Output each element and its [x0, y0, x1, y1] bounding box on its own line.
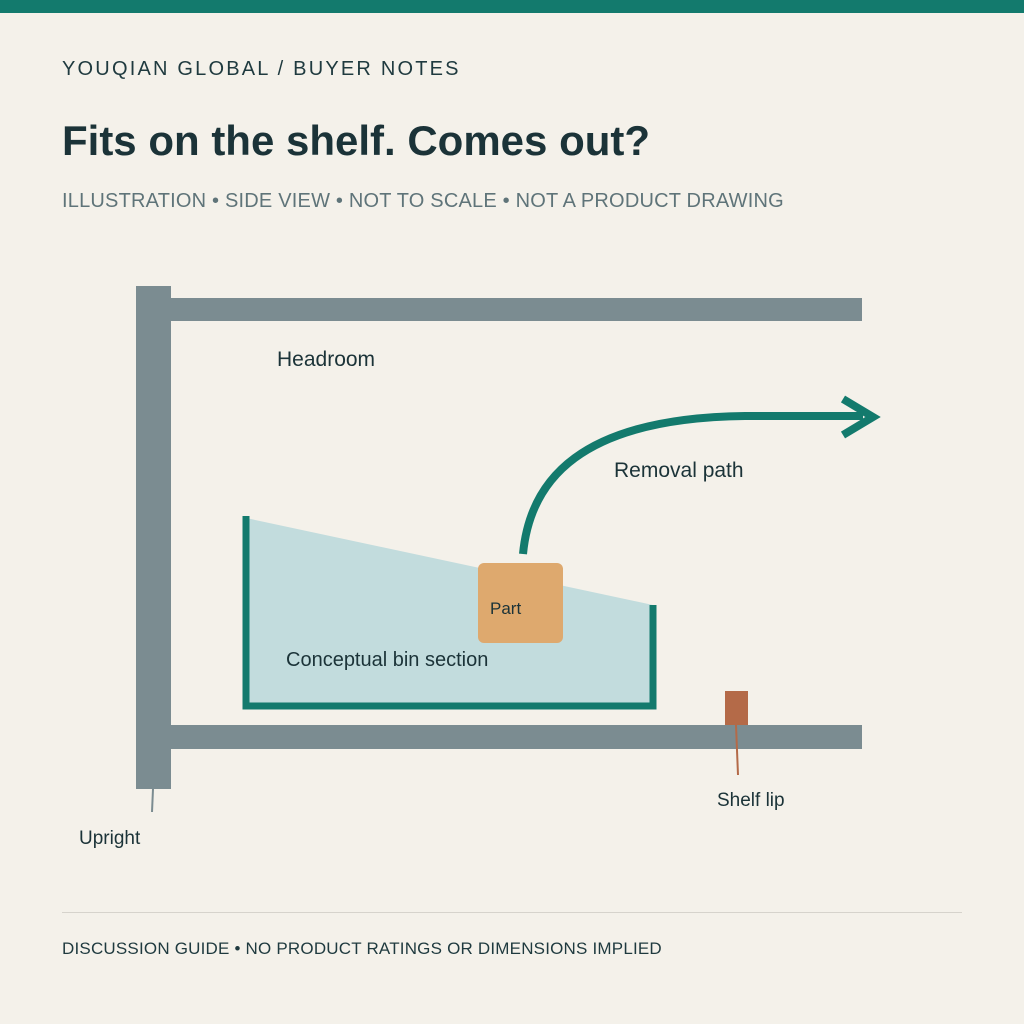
shelf-lip-label: Shelf lip — [717, 790, 785, 811]
upright-leader — [151, 788, 154, 813]
page-subtitle: ILLUSTRATION • SIDE VIEW • NOT TO SCALE … — [62, 190, 784, 212]
part-block — [478, 563, 563, 643]
shelf-lip-block — [725, 691, 748, 725]
eyebrow: YOUQIAN GLOBAL / BUYER NOTES — [62, 58, 461, 80]
upright-post — [136, 286, 171, 789]
upright-label: Upright — [79, 828, 141, 849]
arrow-head-icon — [840, 395, 881, 439]
headroom-label: Headroom — [277, 348, 375, 371]
bin-section-label: Conceptual bin section — [286, 649, 488, 671]
bin-walls — [242, 516, 657, 710]
top-accent-bar — [0, 0, 1024, 13]
footer-divider — [62, 912, 962, 913]
shelf-lip-leader — [735, 724, 739, 776]
removal-path-curve — [519, 412, 863, 555]
part-label: Part — [490, 599, 521, 618]
footer-note: DISCUSSION GUIDE • NO PRODUCT RATINGS OR… — [62, 939, 662, 958]
page-title: Fits on the shelf. Comes out? — [62, 117, 651, 164]
removal-path-label: Removal path — [614, 459, 744, 482]
bottom-shelf-beam — [136, 725, 862, 749]
bin-section-fill — [246, 518, 653, 706]
top-shelf-beam — [136, 298, 862, 321]
